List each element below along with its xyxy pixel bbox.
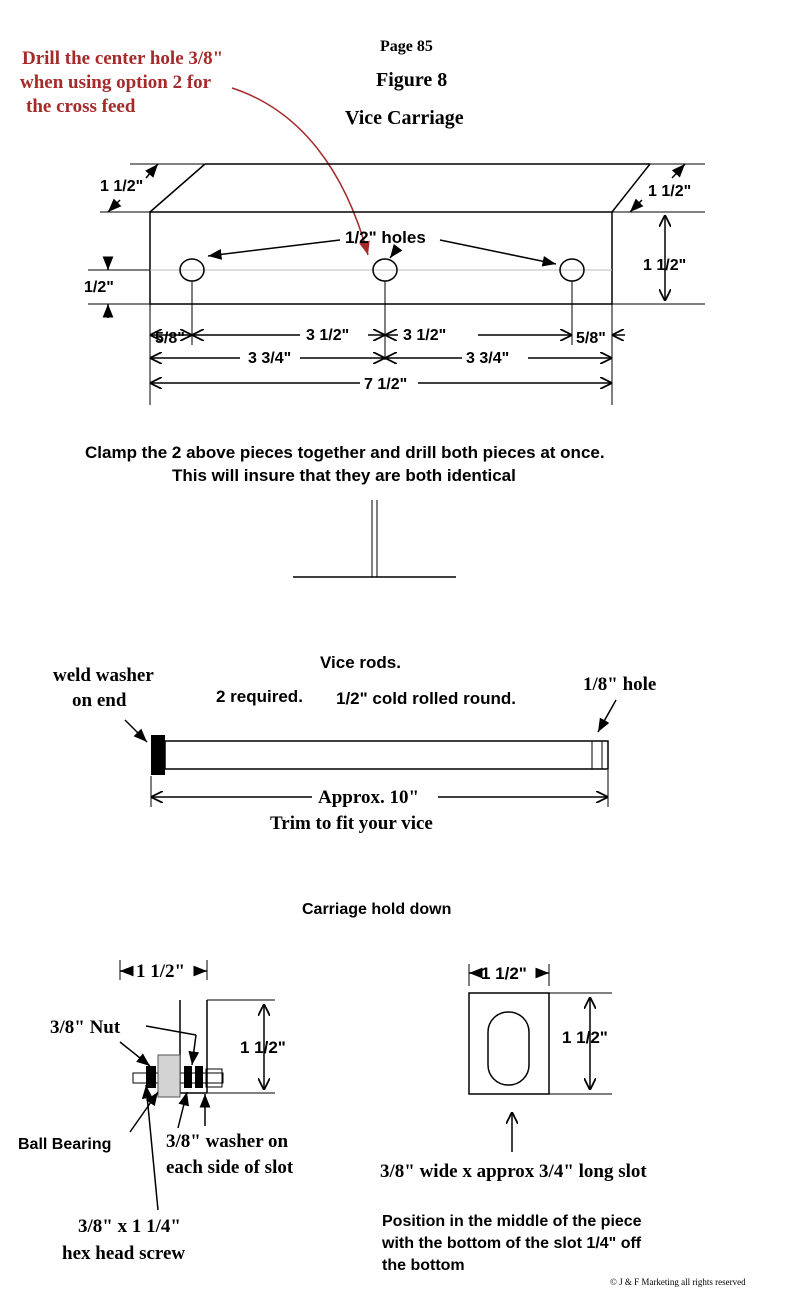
weld-washer-label-1: weld washer — [53, 665, 154, 686]
figure-title: Vice Carriage — [345, 107, 464, 129]
hold-down-front-view: 1 1/2" 1 1/2" 3/8" wide x approx 3/4" lo… — [380, 964, 647, 1274]
slot-label: 3/8" wide x approx 3/4" long slot — [380, 1161, 647, 1182]
spacing-left-label: 3 1/2" — [306, 327, 349, 344]
clamp-note-line-1: Clamp the 2 above pieces together and dr… — [85, 443, 605, 462]
hole-offset-label: 1/2" — [84, 279, 114, 296]
rod-cross-hole — [591, 740, 603, 770]
carriage-bar: 1/2" holes 1 1/2" 1 1/2" 1 1/2" 1/2" 5/8… — [84, 163, 705, 405]
front-height-label: 1 1/2" — [562, 1028, 608, 1047]
hex-screw-head — [205, 1068, 223, 1088]
weld-washer-label-2: on end — [72, 690, 127, 711]
hold-down-title: Carriage hold down — [302, 901, 451, 918]
side-width-label: 1 1/2" — [136, 961, 185, 982]
holes-label: 1/2" holes — [345, 228, 426, 247]
vice-rod — [164, 740, 609, 770]
t-stand — [293, 500, 456, 578]
height-right-label: 1 1/2" — [643, 257, 686, 274]
hole-label: 1/8" hole — [583, 674, 656, 695]
rod-trim-label: Trim to fit your vice — [270, 813, 433, 834]
washer-label-2: each side of slot — [166, 1157, 294, 1178]
spacing-right-label: 3 1/2" — [403, 327, 446, 344]
nut-label: 3/8" Nut — [50, 1017, 121, 1038]
washer-label-1: 3/8" washer on — [166, 1131, 289, 1152]
front-width-label: 1 1/2" — [481, 964, 527, 983]
half-right-label: 3 3/4" — [466, 350, 509, 367]
vice-rods-title: Vice rods. — [320, 653, 401, 672]
washer-right — [195, 1066, 203, 1088]
total-length-label: 7 1/2" — [364, 376, 407, 393]
depth-left-label: 1 1/2" — [100, 178, 143, 195]
drill-note-line-2: when using option 2 for — [20, 72, 212, 93]
edge-left-label: 5/8" — [155, 330, 185, 347]
ball-bearing-label: Ball Bearing — [18, 1136, 111, 1153]
drill-note: Drill the center hole 3/8" when using op… — [20, 48, 370, 256]
drill-note-line-1: Drill the center hole 3/8" — [22, 48, 223, 69]
position-line-2: with the bottom of the slot 1/4" off — [381, 1235, 642, 1252]
vice-rod-section: Vice rods. 2 required. 1/2" cold rolled … — [53, 653, 656, 834]
side-height-label: 1 1/2" — [240, 1038, 286, 1057]
figure-number: Figure 8 — [376, 69, 447, 91]
screw-label-2: hex head screw — [62, 1243, 185, 1264]
hold-down-plate — [468, 992, 550, 1095]
edge-right-label: 5/8" — [576, 330, 606, 347]
ball-bearing — [157, 1054, 181, 1098]
position-line-1: Position in the middle of the piece — [382, 1213, 642, 1230]
vice-rods-quantity: 2 required. — [216, 687, 303, 706]
half-left-label: 3 3/4" — [248, 350, 291, 367]
rod-length-label: Approx. 10" — [318, 787, 419, 808]
copyright-notice: © J & F Marketing all rights reserved — [610, 1277, 746, 1287]
carriage-front-face — [149, 211, 613, 305]
washer-left — [184, 1066, 192, 1088]
position-line-3: the bottom — [382, 1257, 465, 1274]
nut-left — [146, 1066, 156, 1088]
hold-down-slot — [487, 1011, 530, 1086]
vice-rods-material: 1/2" cold rolled round. — [336, 689, 516, 708]
page-number: Page 85 — [380, 38, 433, 55]
hold-down-side-view: 1 1/2" 1 1/2" 3/8" Nut Ball Bearing 3/8"… — [18, 960, 294, 1264]
depth-right-label: 1 1/2" — [648, 183, 691, 200]
weld-washer — [151, 735, 165, 775]
clamp-note-line-2: This will insure that they are both iden… — [172, 466, 516, 485]
drill-note-arrow — [231, 87, 370, 256]
screw-label-1: 3/8" x 1 1/4" — [78, 1216, 181, 1237]
drill-note-line-3: the cross feed — [26, 96, 136, 117]
